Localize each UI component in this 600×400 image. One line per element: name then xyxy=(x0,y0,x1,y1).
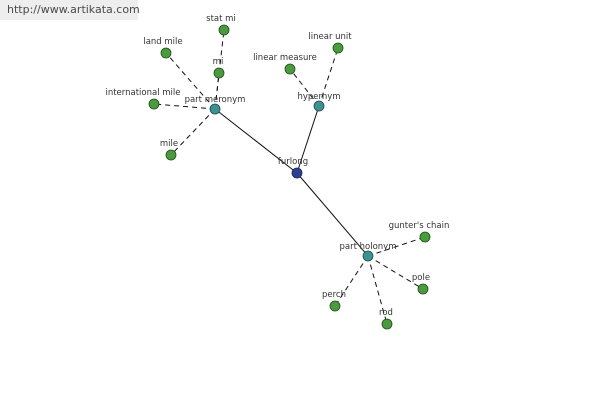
node-land-mile[interactable] xyxy=(160,47,172,59)
nodes-layer xyxy=(148,24,431,330)
node-mile[interactable] xyxy=(165,149,177,161)
edge-mi xyxy=(214,72,220,110)
edge-rod xyxy=(367,255,388,325)
label-mile[interactable]: mile xyxy=(160,139,178,149)
label-part-holonym[interactable]: part holonym xyxy=(340,242,397,252)
label-gunter-s-chain[interactable]: gunter's chain xyxy=(389,221,450,231)
label-linear-unit[interactable]: linear unit xyxy=(308,32,352,42)
edge-part-meronym xyxy=(214,108,298,174)
node-linear-unit[interactable] xyxy=(332,42,344,54)
edge-land-mile xyxy=(165,52,216,110)
node-mi[interactable] xyxy=(213,67,225,79)
node-hypernym[interactable] xyxy=(313,100,325,112)
edges-layer xyxy=(153,29,426,325)
label-linear-measure[interactable]: linear measure xyxy=(253,53,317,63)
edge-hypernym xyxy=(296,105,320,174)
node-part-meronym[interactable] xyxy=(209,103,221,115)
label-pole[interactable]: pole xyxy=(412,273,430,283)
label-rod[interactable]: rod xyxy=(379,308,393,318)
node-pole[interactable] xyxy=(417,283,429,295)
edge-mile xyxy=(170,108,216,156)
edge-linear-unit xyxy=(318,47,339,107)
node-rod[interactable] xyxy=(381,318,393,330)
node-stat-mi[interactable] xyxy=(218,24,230,36)
node-furlong[interactable] xyxy=(291,167,303,179)
edge-linear-measure xyxy=(289,68,320,107)
label-mi[interactable]: mi xyxy=(213,57,224,67)
node-gunter-s-chain[interactable] xyxy=(419,231,431,243)
labels-layer: part meronym stat mi land mile mi internatio… xyxy=(105,14,449,318)
edge-gunter-s-chain xyxy=(367,236,426,257)
node-international-mile[interactable] xyxy=(148,98,160,110)
label-perch[interactable]: perch xyxy=(322,290,346,300)
label-part-meronym[interactable]: part meronym xyxy=(185,95,246,105)
label-international-mile[interactable]: international mile xyxy=(105,88,180,98)
label-stat-mi[interactable]: stat mi xyxy=(206,14,236,24)
edge-part-holonym xyxy=(296,172,369,257)
edge-perch xyxy=(334,255,369,307)
edge-pole xyxy=(367,255,424,290)
label-land-mile[interactable]: land mile xyxy=(143,37,182,47)
site-url-watermark[interactable]: http://www.artikata.com xyxy=(0,0,140,20)
node-part-holonym[interactable] xyxy=(362,250,374,262)
label-hypernym[interactable]: hypernym xyxy=(297,92,340,102)
label-furlong[interactable]: furlong xyxy=(278,157,308,167)
node-perch[interactable] xyxy=(329,300,341,312)
node-linear-measure[interactable] xyxy=(284,63,296,75)
edge-international-mile xyxy=(153,103,216,110)
